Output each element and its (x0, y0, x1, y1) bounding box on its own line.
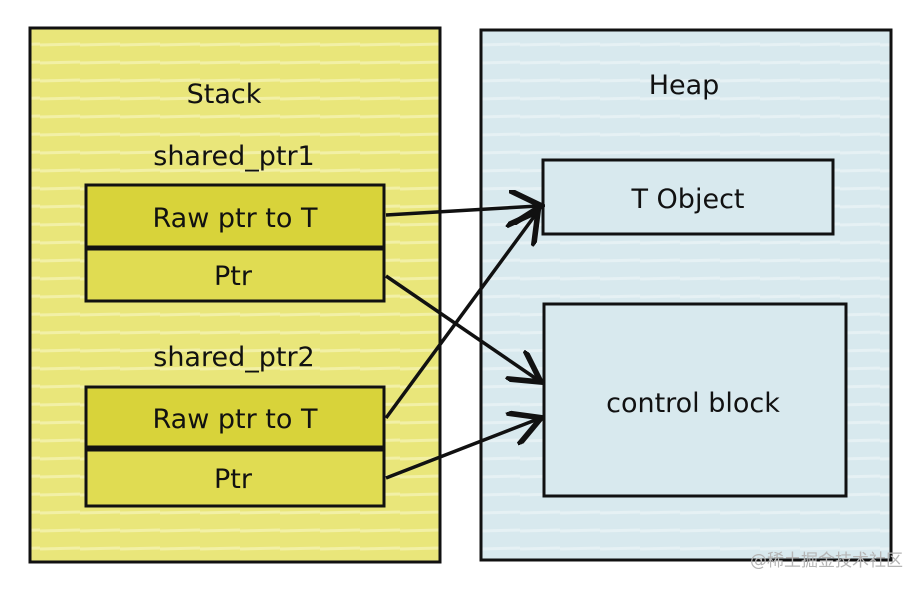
shared-ptr2-raw-text: Raw ptr to T (153, 404, 318, 435)
shared-ptr1-raw-text: Raw ptr to T (153, 203, 318, 234)
shared-ptr2-raw-cell (84, 385, 386, 449)
arrow-ptr2-raw-to-object (384, 214, 536, 420)
shared-ptr2-ptr-cell (84, 448, 386, 508)
control-block-box (542, 302, 848, 498)
stack-title: Stack (187, 79, 262, 110)
shared-ptr1-ptr-cell (84, 247, 386, 303)
shared-ptr2-ptr-text: Ptr (214, 464, 253, 495)
heap-title: Heap (649, 70, 720, 101)
shared-ptr1-label: shared_ptr1 (153, 141, 315, 172)
arrow-ptr1-ptr-to-control (385, 274, 538, 380)
watermark-text: @稀土掘金技术社区 (750, 551, 903, 571)
t-object-text: T Object (630, 184, 744, 215)
stack-panel: Stack shared_ptr1 Raw ptr to T Ptr share… (28, 26, 442, 564)
heap-panel: Heap T Object control block (479, 28, 893, 562)
control-block-text: control block (606, 388, 780, 419)
pointer-arrows (384, 206, 538, 480)
arrow-ptr2-ptr-to-control (385, 419, 538, 480)
shared-ptr2-label: shared_ptr2 (153, 342, 315, 373)
shared-ptr1-raw-cell (84, 183, 386, 249)
t-object-box (541, 158, 835, 236)
shared-ptr1-ptr-text: Ptr (214, 261, 253, 292)
